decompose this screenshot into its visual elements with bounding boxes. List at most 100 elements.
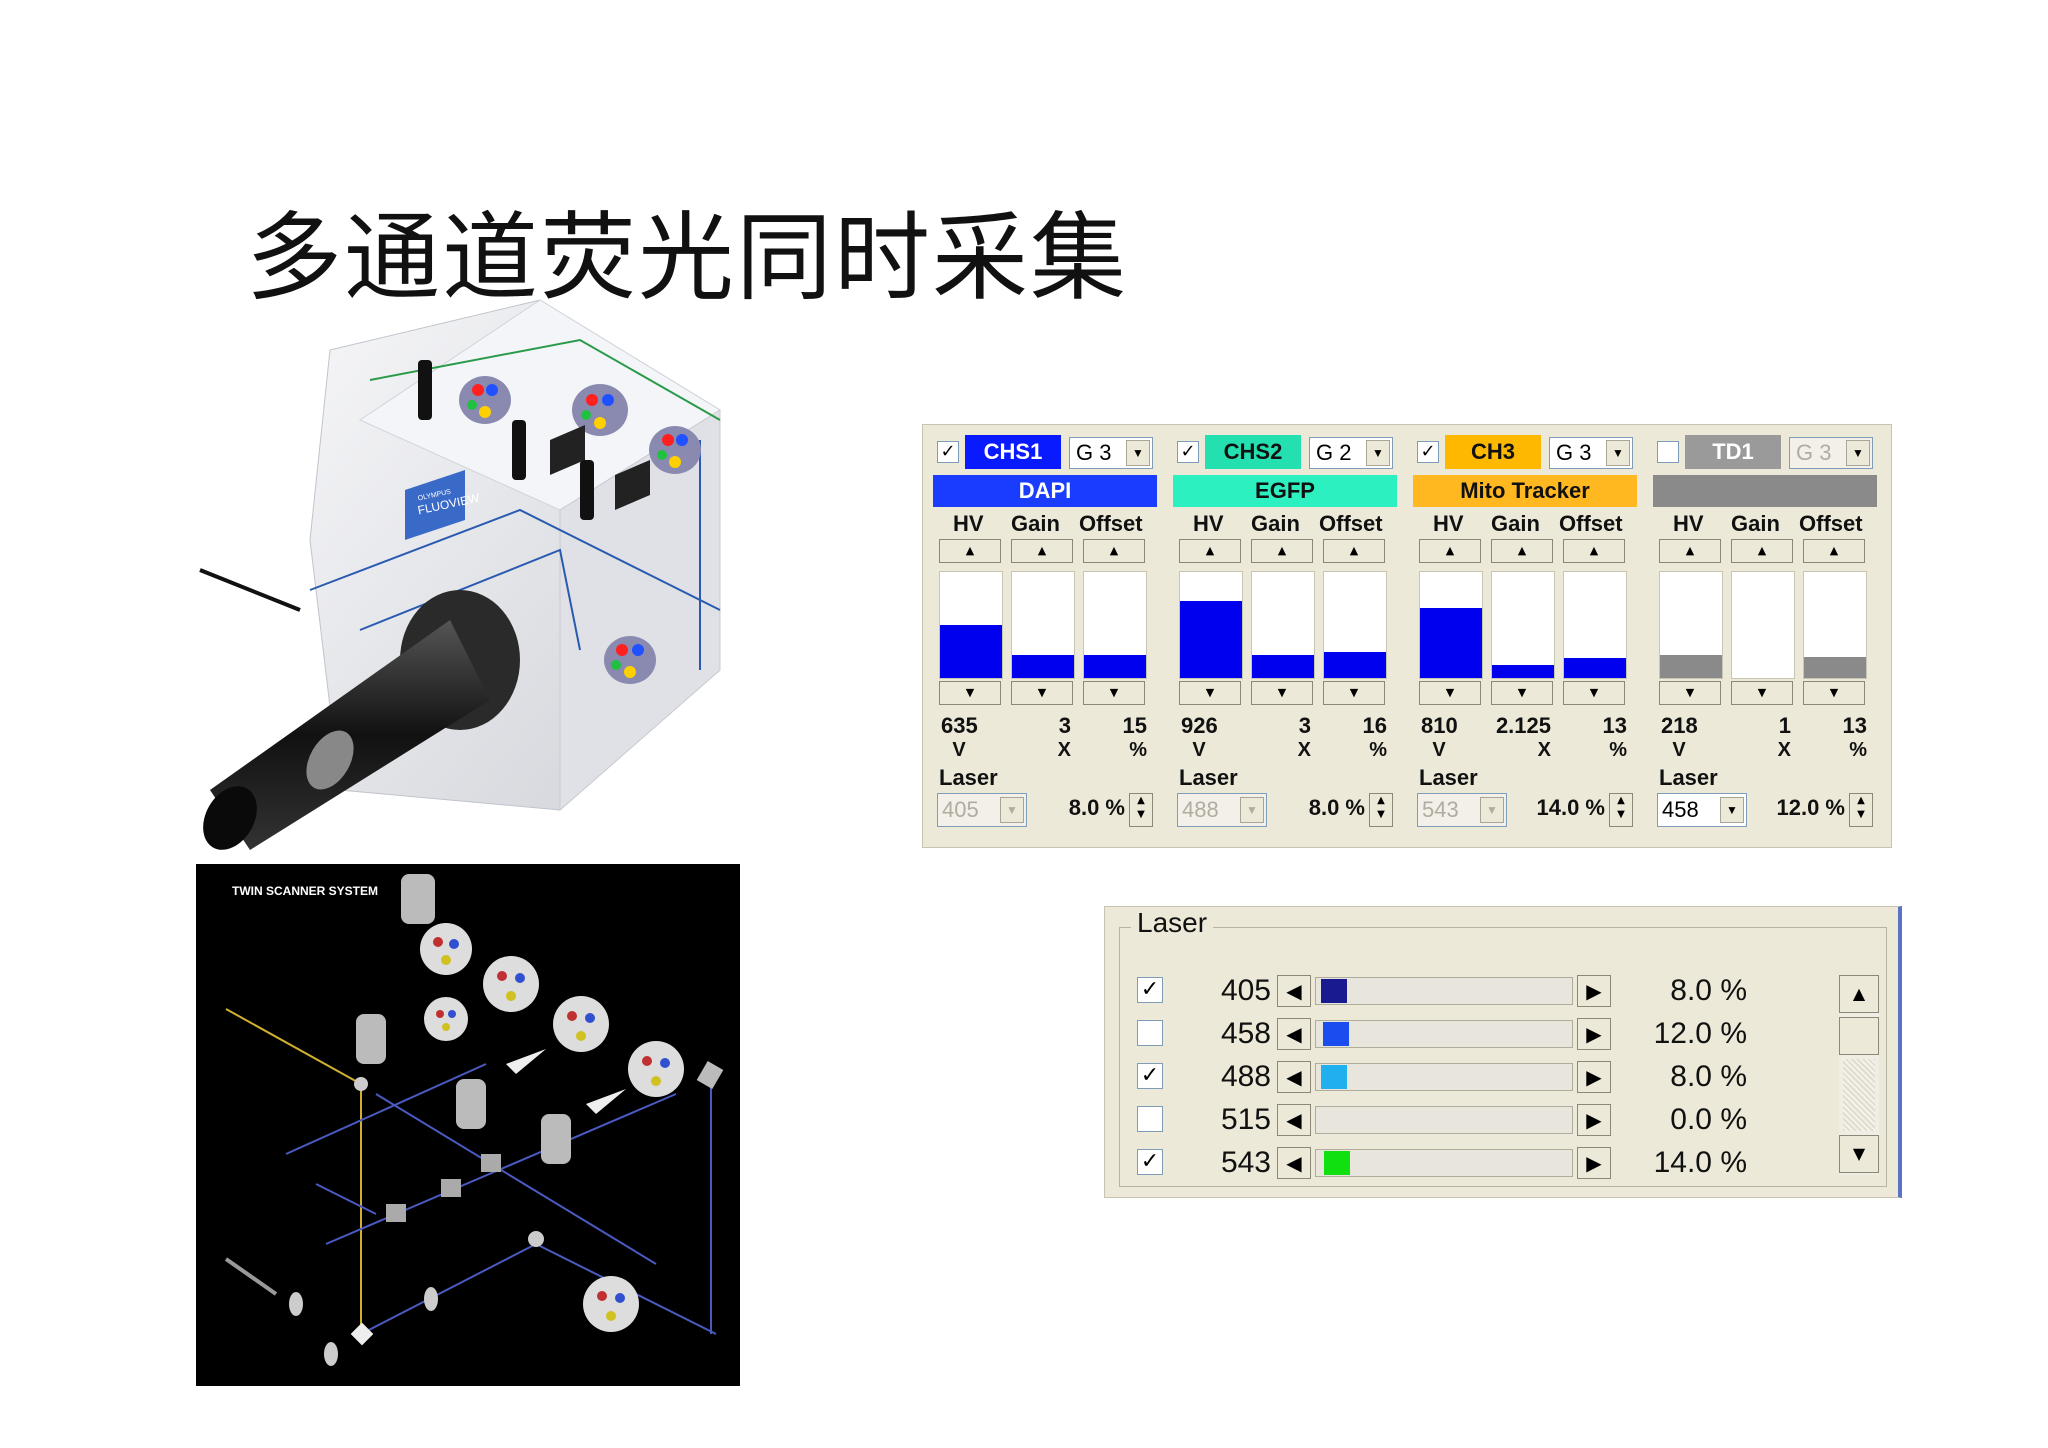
filter-wheel — [649, 426, 701, 474]
chevron-down-icon[interactable]: ▼ — [1366, 440, 1390, 466]
laser-enable-checkbox[interactable]: ✓ — [1137, 1149, 1163, 1175]
decrease-button[interactable]: ▼ — [1011, 681, 1073, 705]
decrease-button[interactable]: ▼ — [1659, 681, 1721, 705]
channel-header: ✓ CHS2 G 2▼ — [1173, 435, 1397, 471]
gain-group-select[interactable]: G 3▼ — [1549, 437, 1633, 469]
decrease-button[interactable]: ◀ — [1277, 975, 1311, 1007]
level-slider[interactable] — [1251, 571, 1315, 679]
laser-select[interactable]: 543▼ — [1417, 793, 1507, 827]
decrease-button[interactable]: ▼ — [1419, 681, 1481, 705]
laser-power-slider[interactable] — [1315, 977, 1573, 1005]
increase-button[interactable]: ▲ — [1491, 539, 1553, 563]
level-slider[interactable] — [939, 571, 1003, 679]
increase-button[interactable]: ▲ — [1179, 539, 1241, 563]
laser-power-spinner[interactable]: ▲▼ — [1849, 793, 1873, 827]
gain-group-select[interactable]: G 3▼ — [1789, 437, 1873, 469]
decrease-button[interactable]: ◀ — [1277, 1147, 1311, 1179]
laser-power-slider[interactable] — [1315, 1020, 1573, 1048]
triangle-down-icon: ▼ — [1517, 686, 1527, 699]
level-slider[interactable] — [1731, 571, 1795, 679]
decrease-button[interactable]: ◀ — [1277, 1061, 1311, 1093]
chevron-down-icon[interactable]: ▼ — [1480, 797, 1504, 823]
decrease-button[interactable]: ▼ — [1179, 681, 1241, 705]
laser-slider-thumb[interactable] — [1321, 979, 1347, 1003]
chevron-down-icon[interactable]: ▼ — [1606, 440, 1630, 466]
increase-button[interactable]: ▲ — [1563, 539, 1625, 563]
chevron-down-icon[interactable]: ▼ — [1846, 440, 1870, 466]
laser-enable-checkbox[interactable] — [1137, 1106, 1163, 1132]
increase-button[interactable]: ▶ — [1577, 1147, 1611, 1179]
laser-group-frame — [1119, 927, 1887, 1187]
decrease-button[interactable]: ◀ — [1277, 1104, 1311, 1136]
increase-button[interactable]: ▶ — [1577, 1061, 1611, 1093]
decrease-button[interactable]: ▼ — [939, 681, 1001, 705]
gain-group-select[interactable]: G 2▼ — [1309, 437, 1393, 469]
laser-scrollbar[interactable]: ▲ ▼ — [1839, 975, 1879, 1175]
gain-value: 2.125 — [1495, 713, 1551, 738]
laser-slider-thumb[interactable] — [1323, 1022, 1349, 1046]
level-slider[interactable] — [1803, 571, 1867, 679]
chevron-down-icon[interactable]: ▼ — [1126, 440, 1150, 466]
laser-power-value: 14.0 % — [1653, 1146, 1747, 1179]
level-slider[interactable] — [1419, 571, 1483, 679]
level-slider[interactable] — [1563, 571, 1627, 679]
hv-value: 926 — [1181, 713, 1218, 738]
channel-enable-checkbox[interactable]: ✓ — [1177, 441, 1199, 463]
scroll-up-button[interactable]: ▲ — [1839, 975, 1879, 1013]
laser-power-slider[interactable] — [1315, 1106, 1573, 1134]
level-fill — [1252, 654, 1314, 678]
laser-power-spinner[interactable]: ▲▼ — [1609, 793, 1633, 827]
increase-button[interactable]: ▲ — [1323, 539, 1385, 563]
increase-button[interactable]: ▲ — [1251, 539, 1313, 563]
laser-power-slider[interactable] — [1315, 1149, 1573, 1177]
laser-enable-checkbox[interactable]: ✓ — [1137, 1063, 1163, 1089]
decrease-button[interactable]: ▼ — [1731, 681, 1793, 705]
laser-slider-thumb[interactable] — [1321, 1065, 1347, 1089]
scroll-down-button[interactable]: ▼ — [1839, 1135, 1879, 1173]
channel-enable-checkbox[interactable] — [1657, 441, 1679, 463]
level-slider[interactable] — [1323, 571, 1387, 679]
level-slider[interactable] — [1179, 571, 1243, 679]
laser-power-spinner[interactable]: ▲▼ — [1369, 793, 1393, 827]
channel-enable-checkbox[interactable]: ✓ — [1417, 441, 1439, 463]
level-slider[interactable] — [1011, 571, 1075, 679]
increase-button[interactable]: ▲ — [1011, 539, 1073, 563]
level-slider[interactable] — [1083, 571, 1147, 679]
decrease-button[interactable]: ▼ — [1251, 681, 1313, 705]
chevron-down-icon[interactable]: ▼ — [1720, 797, 1744, 823]
increase-button[interactable]: ▲ — [939, 539, 1001, 563]
laser-enable-checkbox[interactable] — [1137, 1020, 1163, 1046]
chevron-down-icon[interactable]: ▼ — [1000, 797, 1024, 823]
decrease-button[interactable]: ◀ — [1277, 1018, 1311, 1050]
laser-enable-checkbox[interactable]: ✓ — [1137, 977, 1163, 1003]
gain-group-select[interactable]: G 3▼ — [1069, 437, 1153, 469]
decrease-button[interactable]: ▼ — [1083, 681, 1145, 705]
increase-button[interactable]: ▲ — [1659, 539, 1721, 563]
optical-path-drawing — [224, 874, 724, 1366]
level-slider[interactable] — [1491, 571, 1555, 679]
laser-wavelength: 458 — [1662, 797, 1699, 822]
increase-button[interactable]: ▶ — [1577, 1104, 1611, 1136]
decrease-button[interactable]: ▼ — [1491, 681, 1553, 705]
laser-select[interactable]: 458 ▼ — [1657, 793, 1747, 827]
level-slider[interactable] — [1659, 571, 1723, 679]
increase-button[interactable]: ▲ — [1803, 539, 1865, 563]
decrease-button[interactable]: ▼ — [1323, 681, 1385, 705]
laser-slider-thumb[interactable] — [1324, 1151, 1350, 1175]
increase-button[interactable]: ▲ — [1731, 539, 1793, 563]
laser-power-spinner[interactable]: ▲▼ — [1129, 793, 1153, 827]
scroll-thumb[interactable] — [1839, 1017, 1879, 1055]
scroll-track[interactable] — [1843, 1059, 1875, 1131]
laser-select[interactable]: 405▼ — [937, 793, 1027, 827]
increase-button[interactable]: ▶ — [1577, 975, 1611, 1007]
decrease-button[interactable]: ▼ — [1563, 681, 1625, 705]
laser-wavelength: 488 — [1182, 797, 1219, 822]
channel-enable-checkbox[interactable]: ✓ — [937, 441, 959, 463]
chevron-down-icon[interactable]: ▼ — [1240, 797, 1264, 823]
laser-select[interactable]: 488 ▼ — [1177, 793, 1267, 827]
decrease-button[interactable]: ▼ — [1803, 681, 1865, 705]
increase-button[interactable]: ▲ — [1083, 539, 1145, 563]
laser-power-slider[interactable] — [1315, 1063, 1573, 1091]
increase-button[interactable]: ▲ — [1419, 539, 1481, 563]
increase-button[interactable]: ▶ — [1577, 1018, 1611, 1050]
